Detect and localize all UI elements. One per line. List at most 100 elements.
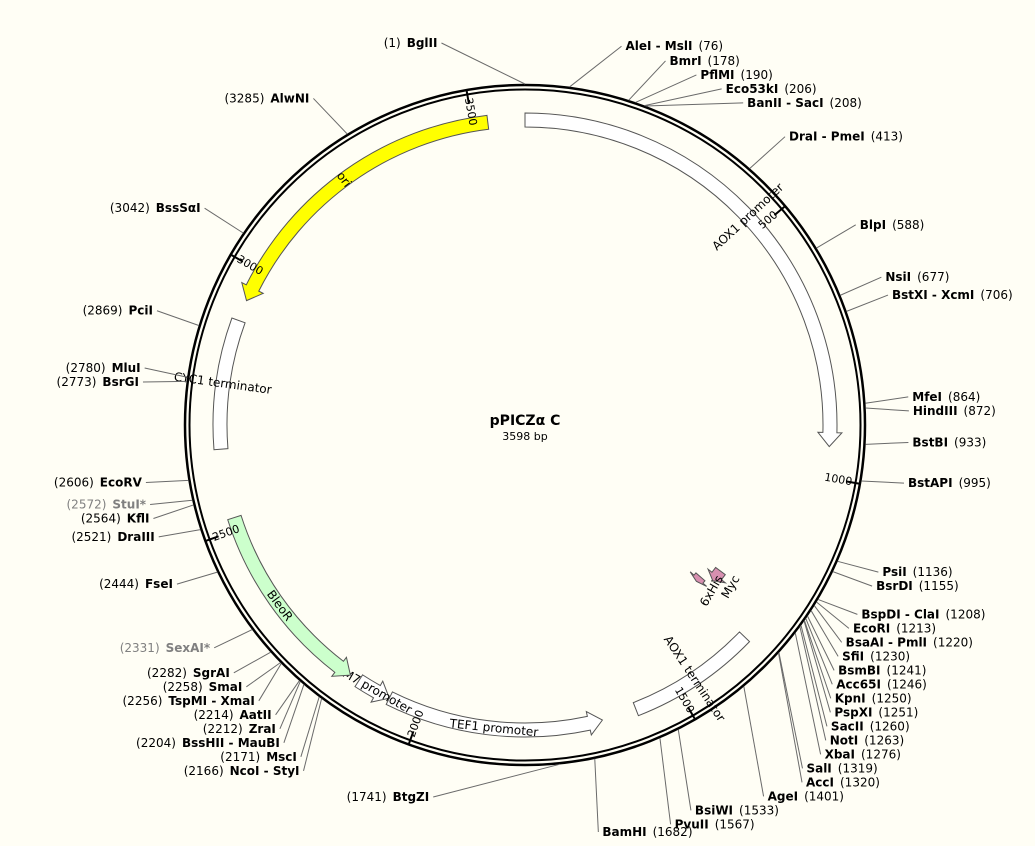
tick-mark: [845, 480, 860, 485]
site-ncoi-styi: NcoI - StyI(2166): [184, 698, 323, 778]
site-position: (1250): [872, 691, 912, 705]
site-position: (1401): [804, 789, 844, 803]
site-leader-line: [213, 629, 253, 649]
site-kfli: KflI(2564): [81, 504, 194, 525]
site-pflmi: PflMI(190): [635, 68, 773, 103]
site-name: PsiI: [882, 565, 906, 579]
site-position: (3285): [224, 91, 264, 105]
site-ecori: EcoRI (1213): [816, 601, 936, 635]
site-stui: StuI*(2572): [67, 497, 193, 511]
site-eco53ki: Eco53kI(206): [644, 82, 817, 107]
site-position: (2212): [203, 722, 243, 736]
tick-label: 3500: [462, 97, 480, 127]
site-name: Eco53kI: [726, 82, 779, 96]
site-leader-line: [749, 136, 786, 169]
site-leader-line: [778, 652, 803, 783]
site-zrai: ZraI (2212): [203, 681, 301, 736]
site-pcii: PciI (2869): [83, 304, 199, 327]
site-name: StuI*: [112, 497, 146, 511]
site-position: (2166): [184, 764, 224, 778]
site-sexai: SexAI*(2331): [120, 629, 253, 655]
site-name: PciI: [128, 304, 153, 318]
site-position: (2444): [99, 577, 139, 591]
site-draiii: DraIII(2521): [71, 529, 201, 544]
site-position: (3042): [110, 201, 150, 215]
site-noti: NotI(1263): [799, 626, 904, 747]
site-position: (1320): [840, 775, 880, 789]
site-sali: SalI (1319): [778, 652, 878, 775]
site-bglii: BglII(1): [384, 36, 526, 85]
site-btgzi: BtgZI(1741): [347, 763, 561, 804]
site-name: BspDI - ClaI: [861, 607, 939, 621]
site-position: (872): [964, 404, 996, 418]
backbone: [183, 83, 867, 767]
site-position: (1208): [946, 607, 986, 621]
site-leader-line: [659, 738, 672, 825]
site-name: PvuII: [675, 817, 709, 831]
site-position: (2521): [71, 530, 111, 544]
site-leader-line: [233, 651, 271, 674]
site-position: (2869): [83, 304, 123, 318]
site-name: BmrI: [670, 54, 702, 68]
site-position: (208): [830, 96, 862, 110]
site-position: (190): [741, 68, 773, 82]
site-name: BsrGI: [102, 375, 139, 389]
site-hindiii: HindIII (872): [865, 404, 996, 418]
site-name: HindIII: [913, 404, 958, 418]
site-name: SalI: [806, 761, 831, 775]
site-tspmi-xmai: TspMI - XmaI(2256): [123, 663, 282, 708]
site-position: (933): [954, 435, 986, 449]
site-name: AleI - MslI: [625, 39, 692, 53]
feature-label-tef1-promoter: TEF1 promoter: [448, 716, 539, 739]
site-leader-line: [142, 380, 187, 383]
site-name: BlpI: [860, 218, 886, 232]
site-leader-line: [803, 620, 831, 713]
site-position: (2258): [163, 680, 203, 694]
site-position: (2171): [220, 750, 260, 764]
tick-mark: [206, 535, 219, 542]
tick-mark: [231, 254, 244, 263]
site-name: BssSαI: [156, 201, 201, 215]
site-position: (1263): [864, 733, 904, 747]
site-leader-line: [283, 684, 305, 743]
site-bsshii-maubi: BssHII - MauBI(2204): [136, 684, 305, 750]
site-position: (1319): [838, 761, 878, 775]
site-name: ZraI: [249, 722, 276, 736]
site-leader-line: [778, 652, 803, 769]
site-acc65i: Acc65I(1246): [805, 618, 927, 691]
site-leader-line: [837, 560, 879, 573]
site-leader-line: [810, 610, 839, 657]
sites-layer: AleI - MslI(76)BmrI(178)PflMI(190)Eco53k…: [54, 36, 1013, 839]
site-leader-line: [743, 686, 765, 797]
site-position: (2282): [147, 666, 187, 680]
site-leader-line: [644, 88, 722, 107]
tick-mark: [773, 206, 786, 216]
site-smai: SmaI(2258): [163, 662, 281, 694]
feature-aox1-terminator: [632, 631, 751, 717]
site-leader-line: [832, 571, 873, 587]
site-position: (1213): [896, 621, 936, 635]
site-name: BstXI - XcmI: [892, 288, 974, 302]
site-mlui: MluI(2780): [66, 361, 188, 378]
site-leader-line: [441, 42, 526, 85]
site-position: (1246): [887, 677, 927, 691]
site-bamhi: BamHI(1682): [594, 758, 693, 839]
site-bstapi: BstAPI(995): [861, 476, 991, 490]
site-alei-msli: AleI - MslI(76): [569, 39, 723, 88]
site-position: (995): [959, 476, 991, 490]
site-name: AlwNI: [270, 91, 309, 105]
site-name: EcoRI: [853, 621, 890, 635]
site-fsei: FseI(2444): [99, 571, 218, 591]
site-leader-line: [569, 45, 622, 88]
site-bsaai-pmli: BsaAI - PmlI(1220): [813, 605, 973, 649]
site-name: BamHI: [602, 825, 646, 839]
site-leader-line: [628, 60, 666, 101]
site-bmri: BmrI(178): [628, 54, 740, 101]
site-name: XbaI: [825, 747, 855, 761]
site-name: BsiWI: [695, 803, 733, 817]
site-name: BglII: [407, 36, 438, 50]
site-leader-line: [816, 224, 856, 249]
site-name: BsaAI - PmlI: [846, 635, 927, 649]
site-leader-line: [156, 310, 199, 327]
